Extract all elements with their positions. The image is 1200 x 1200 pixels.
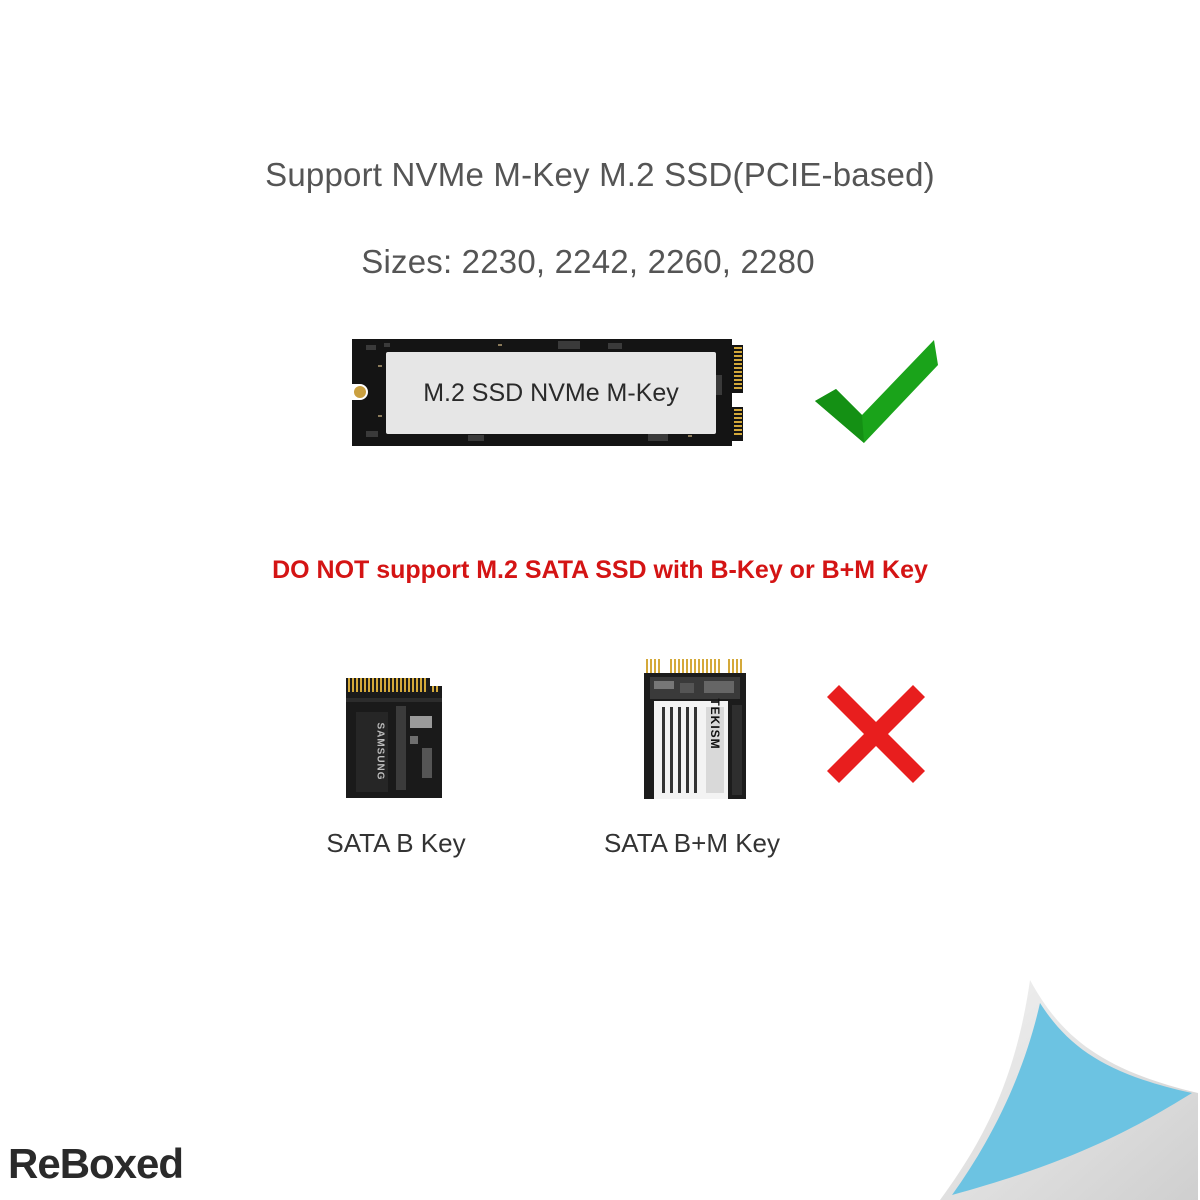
checkmark-icon xyxy=(812,337,940,445)
caption-sata-b-key: SATA B Key xyxy=(326,828,466,858)
tekism-label: TEKISM xyxy=(708,698,722,750)
brand-logo: ReBoxed xyxy=(8,1140,184,1187)
heading-supported-type: Support NVMe M-Key M.2 SSD(PCIE-based) xyxy=(265,156,935,193)
heading-supported-sizes: Sizes: 2230, 2242, 2260, 2280 xyxy=(361,243,815,280)
page-curl-decoration xyxy=(940,975,1200,1200)
sata-b-key-ssd-image: SAMSUNG xyxy=(342,676,448,800)
samsung-chip-label: SAMSUNG xyxy=(374,722,386,781)
nvme-ssd-label: M.2 SSD NVMe M-Key xyxy=(423,379,679,407)
caption-sata-bm-key: SATA B+M Key xyxy=(603,828,781,858)
nvme-ssd-image: M.2 SSD NVMe M-Key xyxy=(348,335,753,450)
unsupported-warning: DO NOT support M.2 SATA SSD with B-Key o… xyxy=(272,556,928,584)
sata-bm-key-ssd-image: TEKISM xyxy=(640,655,750,801)
x-mark-icon xyxy=(825,683,927,785)
